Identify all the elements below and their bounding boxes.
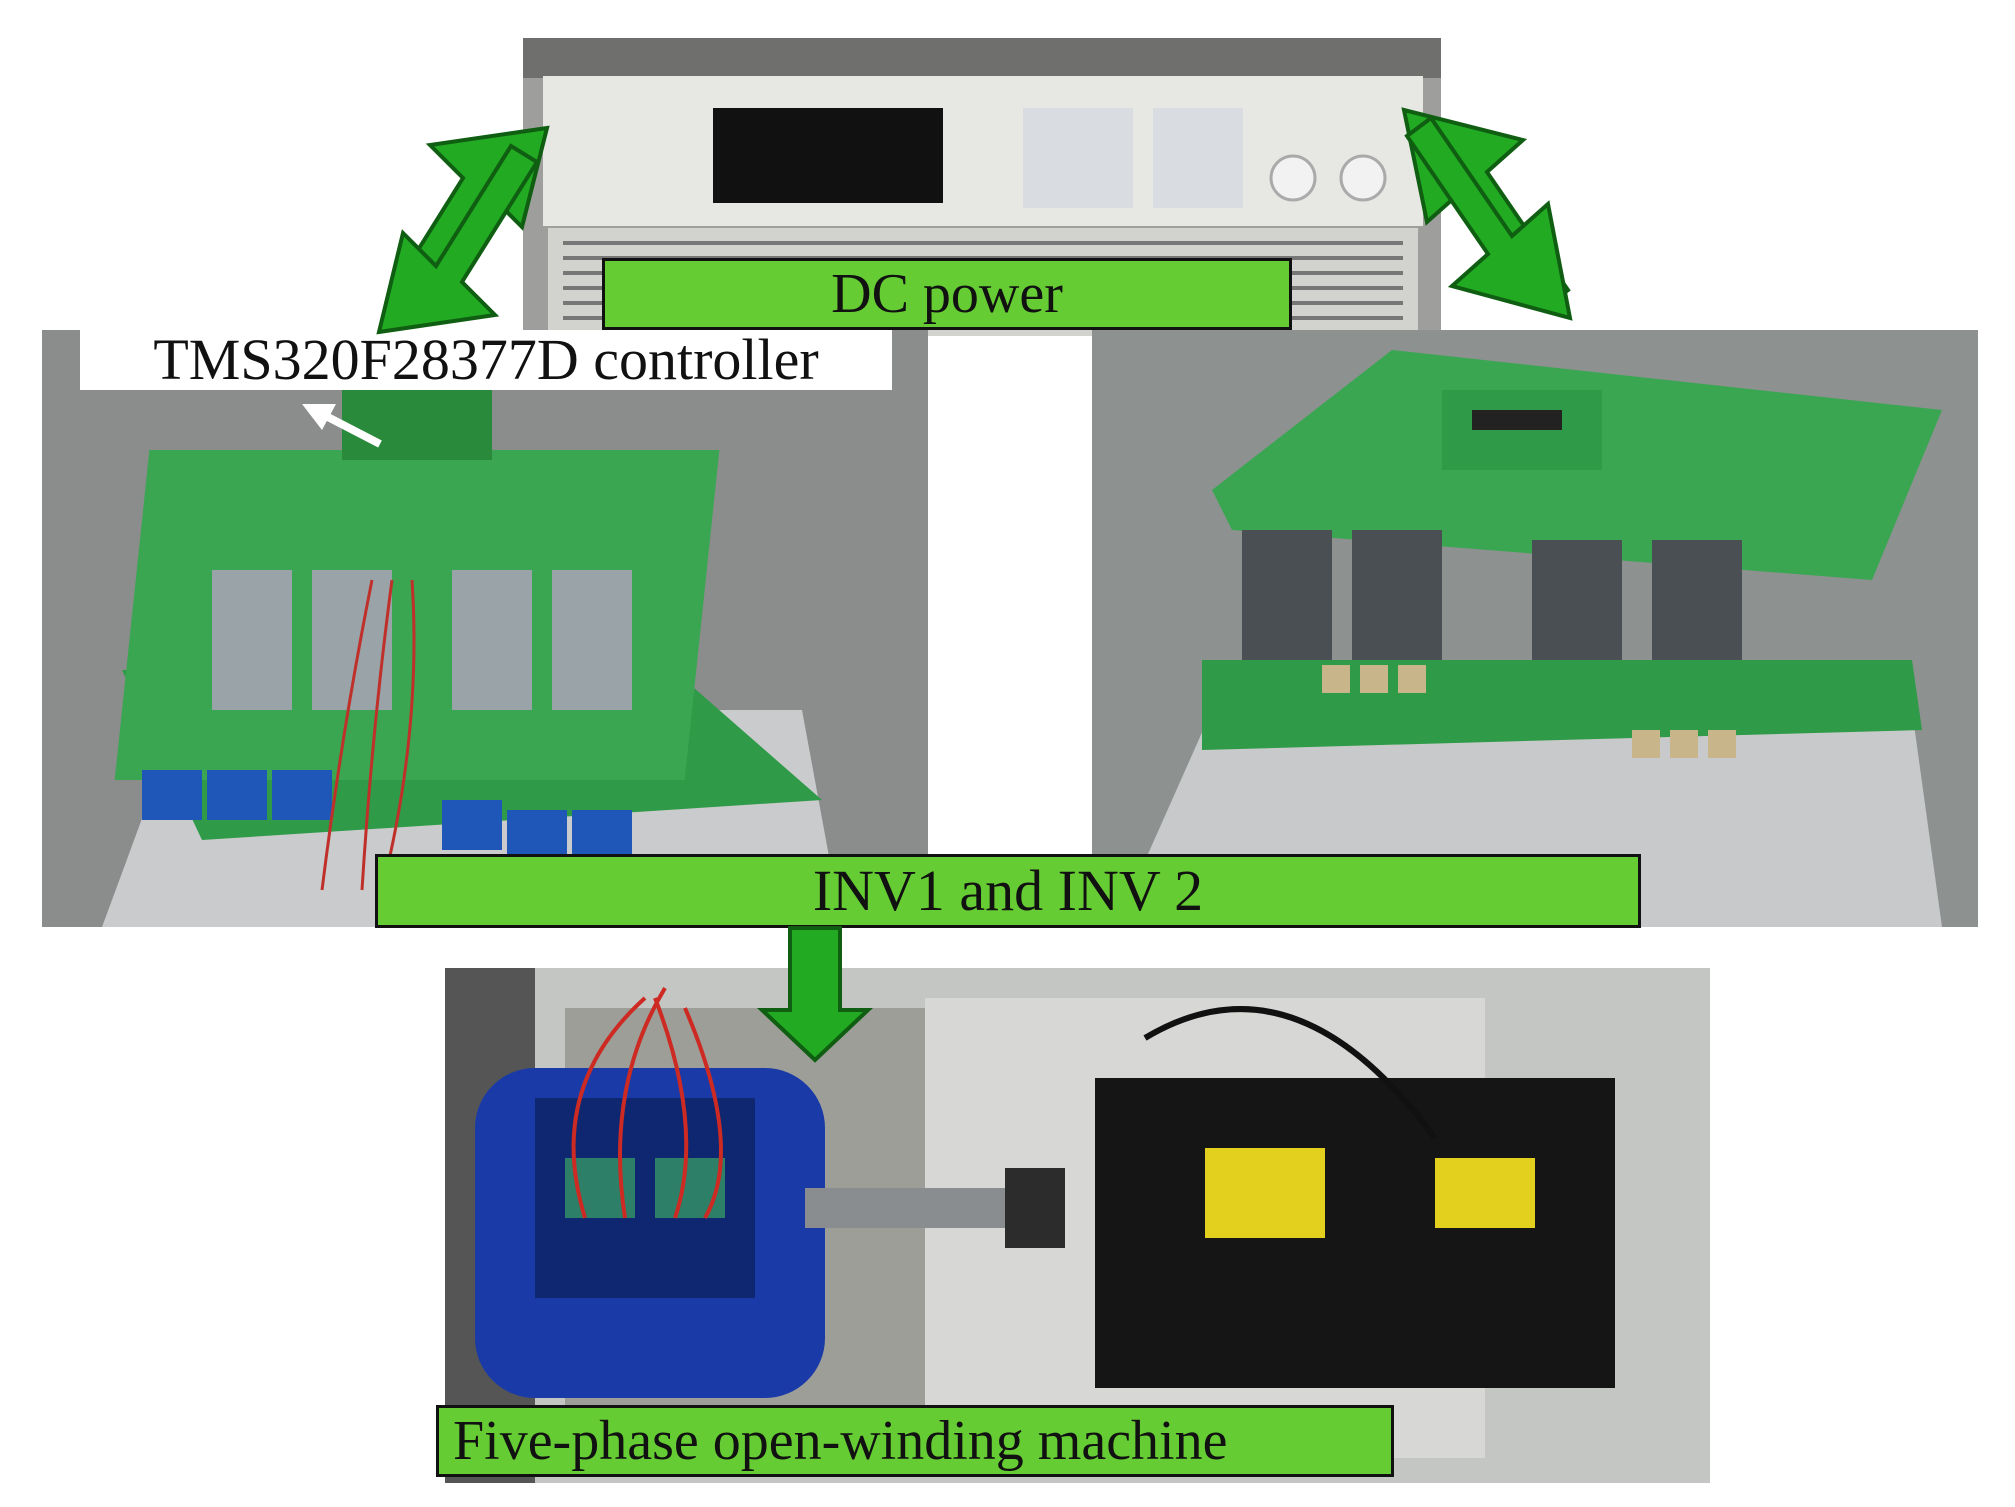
double-arrow-left-icon	[376, 125, 550, 335]
inverters-label: INV1 and INV 2	[375, 854, 1641, 928]
machine-label: Five-phase open-winding machine	[436, 1405, 1394, 1477]
dc-power-label: DC power	[602, 258, 1292, 330]
inverter-2-photo	[1092, 330, 1978, 927]
motor-test-bench-photo	[445, 968, 1710, 1483]
inverter-1-photo	[42, 330, 928, 927]
controller-label: TMS320F28377D controller	[80, 330, 892, 390]
